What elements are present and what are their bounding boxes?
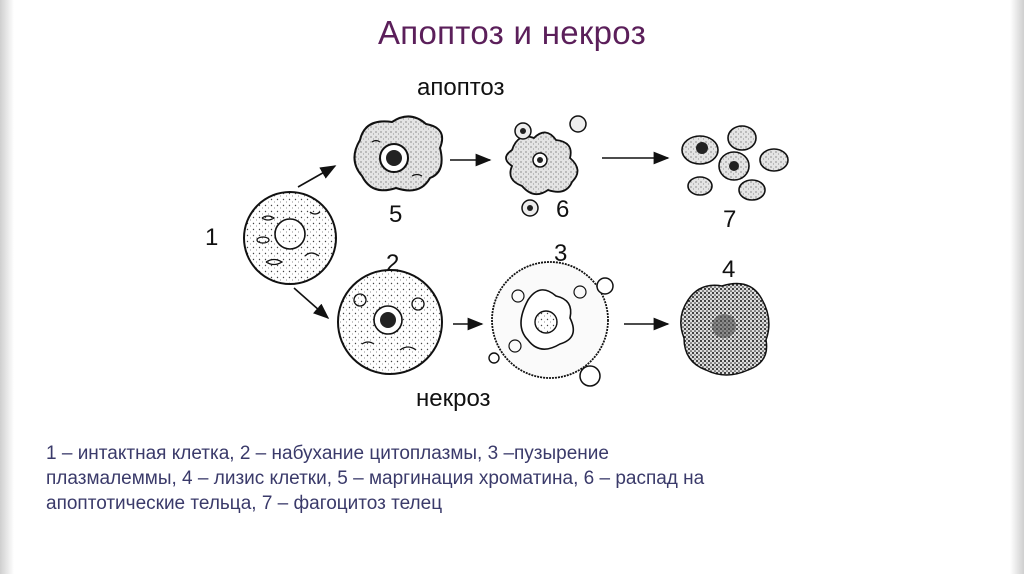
- cell-chromatin-margination: [354, 116, 442, 190]
- stage-number-5: 5: [389, 203, 402, 227]
- cell-phagocytosis: [682, 126, 788, 200]
- cell-apoptotic-bodies: [506, 116, 586, 216]
- stage-number-2: 2: [386, 252, 399, 276]
- stage-number-6: 6: [556, 198, 569, 222]
- arrow-1-to-2: [294, 288, 328, 318]
- stage-number-3: 3: [554, 242, 567, 266]
- cell-lysis: [681, 284, 769, 375]
- cell-intact: [244, 192, 336, 284]
- caption-line-3: апоптотические тельца, 7 – фагоцитоз тел…: [46, 491, 986, 516]
- cell-cytoplasm-swelling: [338, 270, 442, 374]
- stage-number-7: 7: [723, 208, 736, 232]
- caption-line-1: 1 – интактная клетка, 2 – набухание цито…: [46, 441, 986, 466]
- label-necrosis: некроз: [416, 387, 491, 411]
- arrow-1-to-5: [298, 166, 335, 187]
- figure-caption: 1 – интактная клетка, 2 – набухание цито…: [46, 441, 986, 516]
- label-apoptosis: апоптоз: [417, 76, 505, 100]
- stage-number-4: 4: [722, 258, 735, 282]
- stage-number-1: 1: [205, 226, 218, 250]
- caption-line-2: плазмалеммы, 4 – лизис клетки, 5 – марги…: [46, 466, 986, 491]
- cell-plasmalemma-blebbing: [489, 262, 613, 386]
